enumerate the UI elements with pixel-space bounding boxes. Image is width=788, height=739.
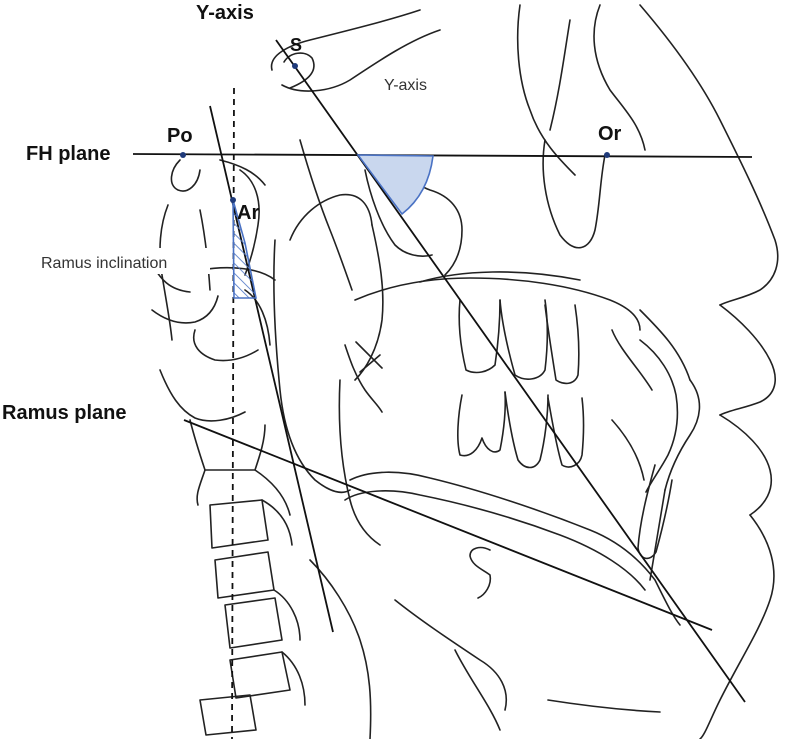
landmark-ar-dot [230,197,236,203]
point-po-label: Po [167,125,193,147]
ramus-plane-label: Ramus plane [2,402,126,424]
landmark-or-dot [604,152,610,158]
landmark-s-dot [292,63,298,69]
ramus-inclination-hatch [232,199,257,299]
point-or-label: Or [598,123,622,145]
ramus-inclination-label: Ramus inclination [41,255,167,272]
y-axis-angle-sector [356,154,434,216]
point-s-label: S [290,35,302,55]
mandibular-plane-line [183,419,713,631]
reference-lines [132,39,753,739]
landmarks [180,63,610,203]
vertical-reference-dashed-line [231,87,235,739]
landmark-po-dot [180,152,186,158]
y-axis-line [275,39,746,703]
ramus-inclination-label-bg [36,248,210,274]
skull-tracing [149,4,779,739]
fh-plane-label: FH plane [26,143,110,165]
y-axis-inline-label: Y-axis [384,77,427,94]
y-axis-title-label: Y-axis [196,2,254,24]
ramus-plane-line [209,105,334,633]
point-ar-label: Ar [237,202,259,224]
fh-plane-line [132,153,753,158]
